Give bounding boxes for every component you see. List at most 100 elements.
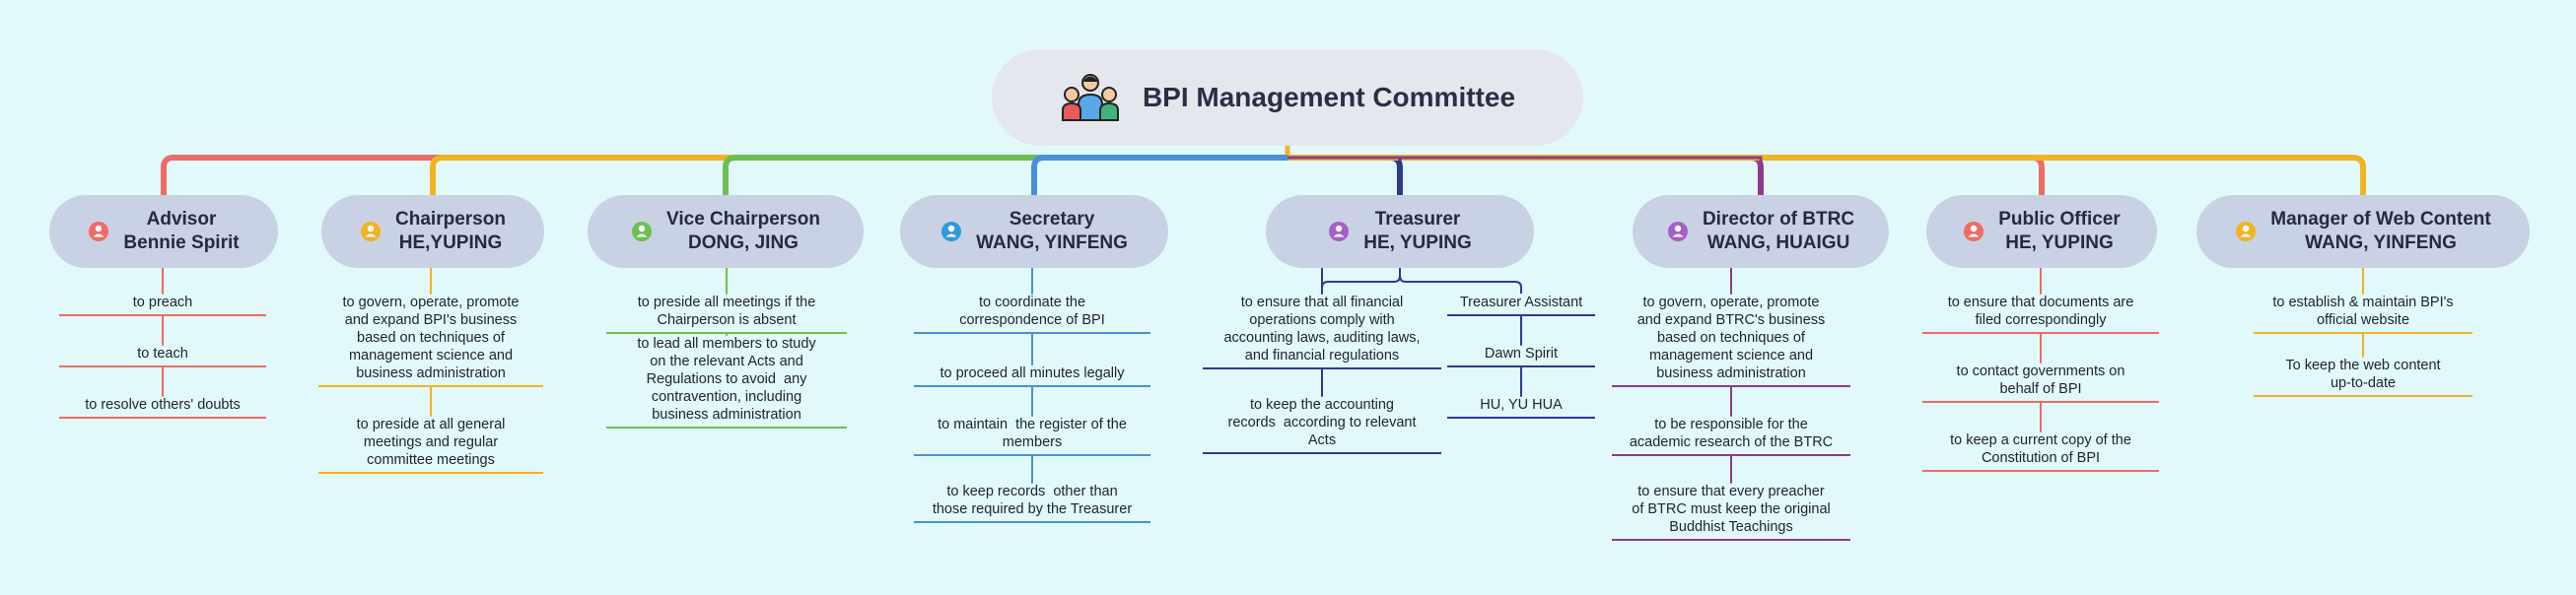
assistant-member: Dawn Spirit bbox=[1447, 345, 1595, 367]
branch-connector bbox=[1288, 156, 1402, 195]
duty-line: and expand BPI's business bbox=[344, 312, 518, 328]
duty-line: to coordinate the bbox=[978, 295, 1086, 310]
duty-line: to ensure that documents are bbox=[1947, 295, 2134, 310]
role-title: Secretary bbox=[1009, 209, 1095, 230]
role-title: Vice Chairperson bbox=[666, 209, 820, 230]
duty-item: to ensure that all financial operations c… bbox=[1203, 294, 1441, 369]
duty-line: to be responsible for the bbox=[1654, 417, 1808, 432]
duty-item: to coordinate the correspondence of BPI bbox=[914, 294, 1150, 334]
role-title: Advisor bbox=[146, 209, 217, 230]
duty-item: to establish & maintain BPI's official we… bbox=[2254, 294, 2472, 334]
duty-line: to ensure that all financial bbox=[1240, 295, 1404, 310]
duty-item: to lead all members to study on the relev… bbox=[606, 335, 847, 429]
duty-line: to proceed all minutes legally bbox=[940, 365, 1125, 381]
duty-line: based on techniques of bbox=[1657, 330, 1805, 346]
role-holder: HE, YUPING bbox=[1363, 232, 1472, 253]
duty-line: to preach bbox=[132, 295, 193, 310]
duty-line: and expand BTRC's business bbox=[1636, 312, 1826, 328]
people-group-icon bbox=[1061, 74, 1119, 121]
duty-line: to keep the accounting bbox=[1250, 397, 1394, 413]
duty-line: Regulations to avoid any bbox=[646, 371, 807, 387]
branch-connector bbox=[1288, 155, 1403, 195]
duty-line: management science and bbox=[1648, 348, 1814, 364]
duty-item: to preach bbox=[59, 294, 266, 316]
duty-line: to ensure that every preacher bbox=[1637, 484, 1825, 499]
duty-line: filed correspondingly bbox=[1975, 312, 2107, 328]
duty-line: operations comply with bbox=[1249, 312, 1395, 328]
branch-connector bbox=[430, 155, 1288, 195]
duty-line: on the relevant Acts and bbox=[650, 354, 803, 369]
duty-line: committee meetings bbox=[367, 452, 495, 468]
person-icon bbox=[361, 222, 382, 241]
assistant-text: HU, YU HUA bbox=[1480, 397, 1563, 413]
person-icon bbox=[1964, 222, 1984, 241]
duty-line: Acts bbox=[1307, 432, 1337, 448]
duty-line: to establish & maintain BPI's bbox=[2272, 295, 2454, 310]
role-title: Treasurer bbox=[1374, 209, 1461, 230]
duty-line: and financial regulations bbox=[1244, 348, 1400, 364]
person-icon bbox=[1667, 222, 1688, 241]
role-title: Public Officer bbox=[1998, 209, 2121, 230]
branch-connector bbox=[1288, 156, 1763, 195]
duty-line: members bbox=[1002, 434, 1063, 450]
duty-line: contravention, including bbox=[651, 389, 802, 405]
duty-line: to lead all members to study bbox=[637, 336, 816, 352]
duty-line: meetings and regular bbox=[363, 434, 499, 450]
duty-line: to govern, operate, promote bbox=[342, 295, 520, 310]
branch-connector bbox=[1288, 155, 2366, 195]
page-title: BPI Management Committee bbox=[1142, 82, 1516, 112]
duty-line: to preside at all general bbox=[356, 417, 506, 432]
duty-line: based on techniques of bbox=[357, 330, 505, 346]
person-icon bbox=[89, 222, 109, 241]
duty-line: to keep a current copy of the bbox=[1950, 432, 2131, 448]
duty-line: Chairperson is absent bbox=[657, 312, 797, 328]
role-title: Chairperson bbox=[395, 209, 506, 230]
duty-line: official website bbox=[2316, 312, 2410, 328]
duty-line: management science and bbox=[348, 348, 514, 364]
branch-connector bbox=[1031, 155, 1288, 195]
duty-line: to contact governments on bbox=[1956, 364, 2125, 379]
duty-line: To keep the web content bbox=[2285, 358, 2441, 373]
duty-line: of BTRC must keep the original bbox=[1632, 501, 1831, 517]
person-icon bbox=[2236, 222, 2257, 241]
duty-line: Constitution of BPI bbox=[1981, 450, 2101, 466]
assistant-text: Dawn Spirit bbox=[1484, 346, 1559, 362]
duty-line: to govern, operate, promote bbox=[1642, 295, 1820, 310]
root-node[interactable]: BPI Management Committee bbox=[992, 49, 1583, 146]
duty-item: to teach bbox=[59, 345, 266, 367]
duty-item: to resolve others' doubts bbox=[59, 396, 266, 419]
duty-line: to maintain the register of the bbox=[938, 417, 1127, 432]
assistant-text: Treasurer Assistant bbox=[1459, 295, 1583, 310]
branch-connector bbox=[723, 155, 1288, 195]
role-holder: WANG, HUAIGU bbox=[1706, 232, 1850, 253]
role-holder: WANG, YINFENG bbox=[976, 232, 1128, 253]
person-icon bbox=[941, 222, 962, 241]
duty-connector bbox=[1399, 275, 1522, 294]
duty-line: to keep records other than bbox=[946, 484, 1118, 499]
duty-line: business administration bbox=[356, 365, 506, 381]
duty-line: correspondence of BPI bbox=[959, 312, 1105, 328]
duty-connector bbox=[1321, 268, 1401, 294]
role-holder: DONG, JING bbox=[688, 232, 799, 253]
